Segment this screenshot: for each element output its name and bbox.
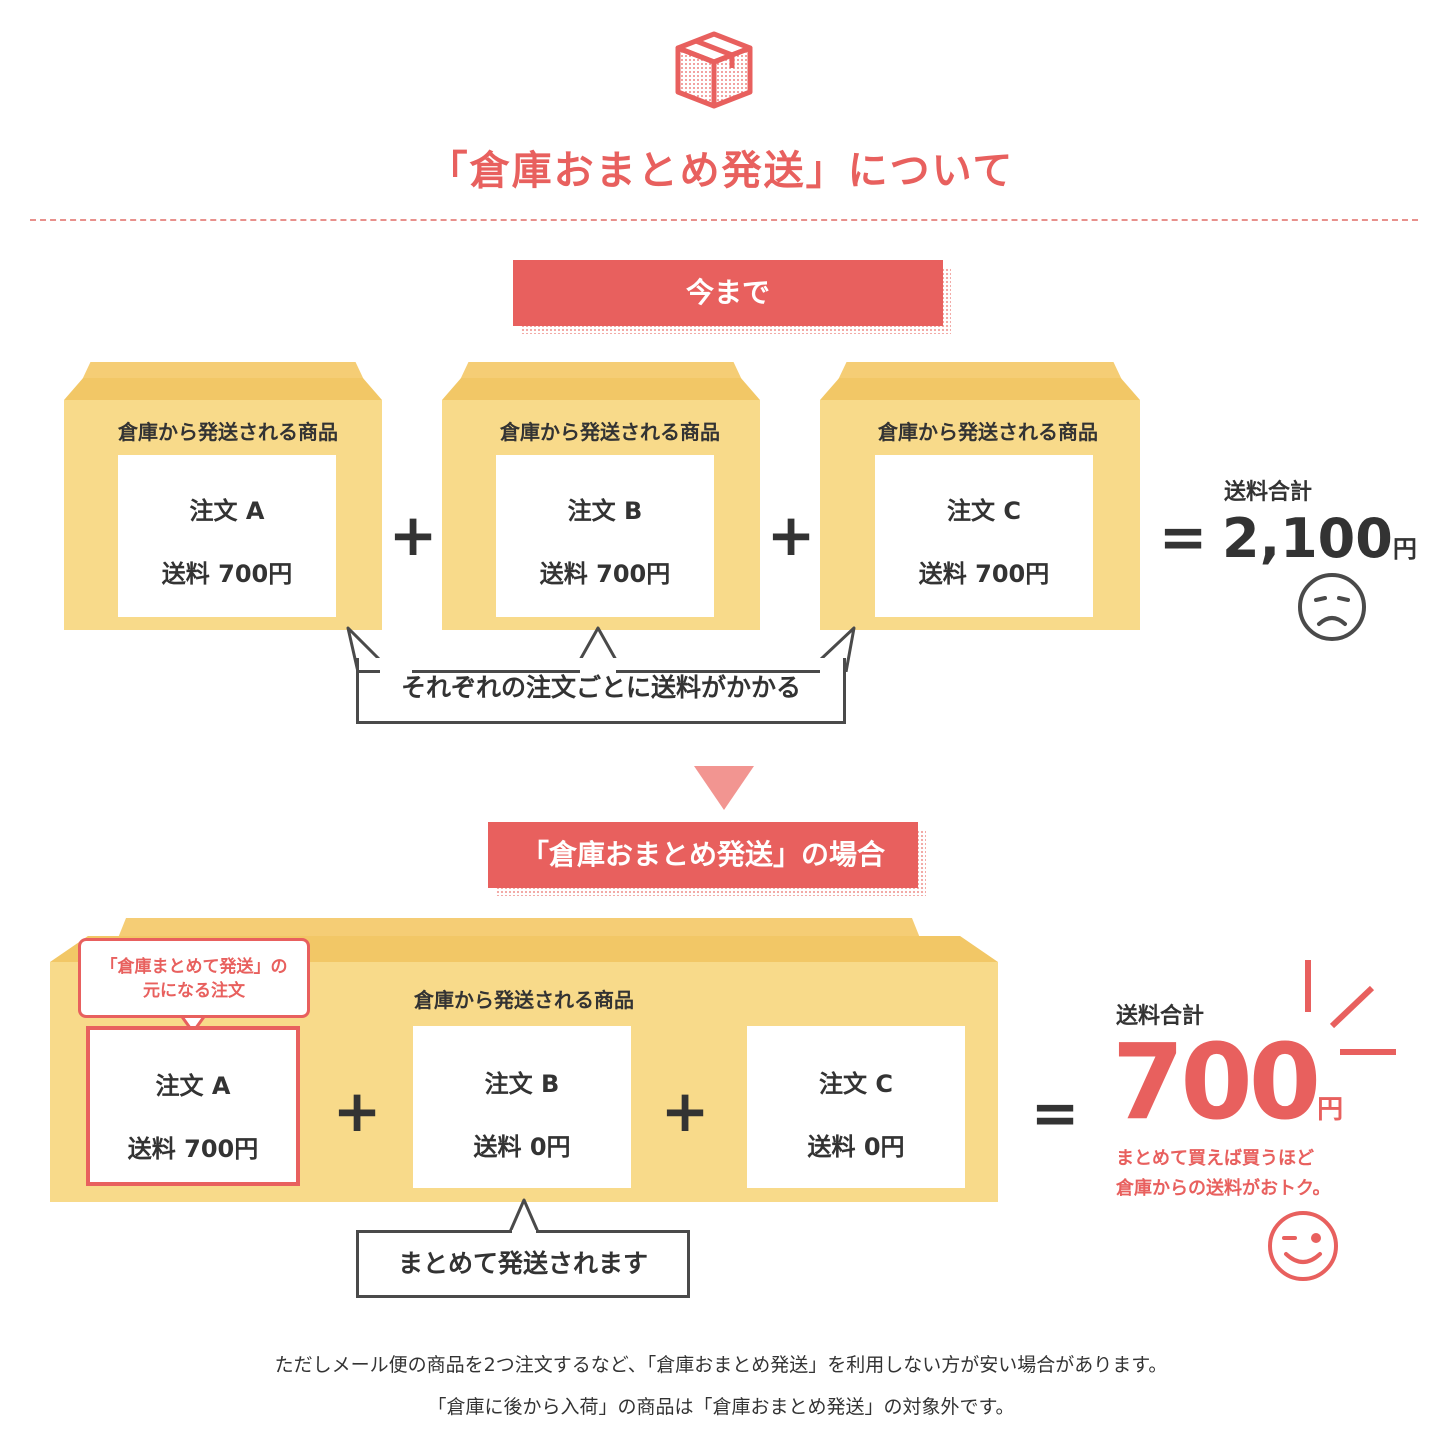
total-unit: 円: [1392, 535, 1417, 563]
down-arrow-icon: [694, 766, 754, 810]
order-name: 注文 C: [947, 497, 1021, 525]
total-amount: 2,100円: [1222, 512, 1417, 566]
order-fee: 送料 700円: [539, 560, 671, 588]
before-banner: 今まで: [513, 260, 943, 326]
order-fee: 送料 0円: [473, 1133, 571, 1161]
total-label: 送料合計: [1116, 1004, 1205, 1029]
order-fee: 送料 700円: [918, 560, 1050, 588]
order-card-a: 注文 A 送料 700円: [86, 1026, 300, 1186]
order-fee: 送料 700円: [127, 1135, 259, 1163]
order-name: 注文 B: [567, 497, 643, 525]
order-card-b: 注文 B 送料 0円: [413, 1026, 631, 1188]
page-title: 「倉庫おまとめ発送」について: [427, 148, 1015, 194]
plus-sign: +: [766, 501, 816, 569]
equals-sign: =: [1030, 1079, 1080, 1147]
box-caption: 倉庫から発送される商品: [878, 420, 1098, 444]
total-value: 2,100: [1222, 507, 1393, 570]
before-callout: それぞれの注文ごとに送料がかかる: [356, 658, 846, 724]
note-line1: ただしメール便の商品を2つ注文するなど、「倉庫おまとめ発送」を利用しない方が安い…: [274, 1354, 1168, 1376]
order-fee: 送料 700円: [161, 560, 293, 588]
title-divider: [30, 219, 1418, 221]
sad-face-icon: [1294, 572, 1370, 642]
order-name: 注文 A: [155, 1072, 231, 1100]
box-caption: 倉庫から発送される商品: [500, 420, 720, 444]
sparkle-lines-icon: [1296, 956, 1400, 1060]
callout-top-edge: [356, 658, 846, 673]
box-caption: 倉庫から発送される商品: [118, 420, 338, 444]
after-banner: 「倉庫おまとめ発送」の場合: [488, 822, 918, 888]
total-unit: 円: [1317, 1095, 1344, 1125]
order-name: 注文 B: [484, 1070, 560, 1098]
tip-line2: 元になる注文: [143, 981, 245, 1001]
equals-sign: =: [1158, 503, 1208, 571]
plus-sign: +: [388, 501, 438, 569]
tip-line1: 「倉庫まとめて発送」の: [100, 957, 288, 977]
order-card-c: 注文 C 送料 0円: [747, 1026, 965, 1188]
wink-face-icon: [1264, 1208, 1342, 1284]
total-value: 700: [1112, 1021, 1321, 1143]
order-fee: 送料 0円: [807, 1133, 905, 1161]
total-note: まとめて買えば買うほど 倉庫からの送料がおトク。: [1116, 1144, 1346, 1204]
order-card-a: 注文 A 送料 700円: [118, 455, 336, 617]
base-order-tip: 「倉庫まとめて発送」の 元になる注文: [78, 938, 310, 1018]
order-name: 注文 A: [189, 497, 265, 525]
package-icon: [672, 30, 756, 110]
order-name: 注文 C: [819, 1070, 893, 1098]
total-amount: 700円: [1112, 1030, 1343, 1134]
box-caption: 倉庫から発送される商品: [414, 988, 634, 1012]
plus-sign: +: [660, 1077, 710, 1145]
order-card-c: 注文 C 送料 700円: [875, 455, 1093, 617]
callout-pointer: [506, 1196, 542, 1234]
order-card-b: 注文 B 送料 700円: [496, 455, 714, 617]
total-label: 送料合計: [1224, 480, 1313, 505]
callout-gap-cover: [512, 1230, 536, 1234]
after-callout: まとめて発送されます: [356, 1230, 690, 1298]
note-line2: 「倉庫に後から入荷」の商品は「倉庫おまとめ発送」の対象外です。: [427, 1396, 1015, 1418]
total-note-line1: まとめて買えば買うほど: [1116, 1148, 1314, 1169]
total-note-line2: 倉庫からの送料がおトク。: [1116, 1178, 1331, 1199]
plus-sign: +: [332, 1077, 382, 1145]
